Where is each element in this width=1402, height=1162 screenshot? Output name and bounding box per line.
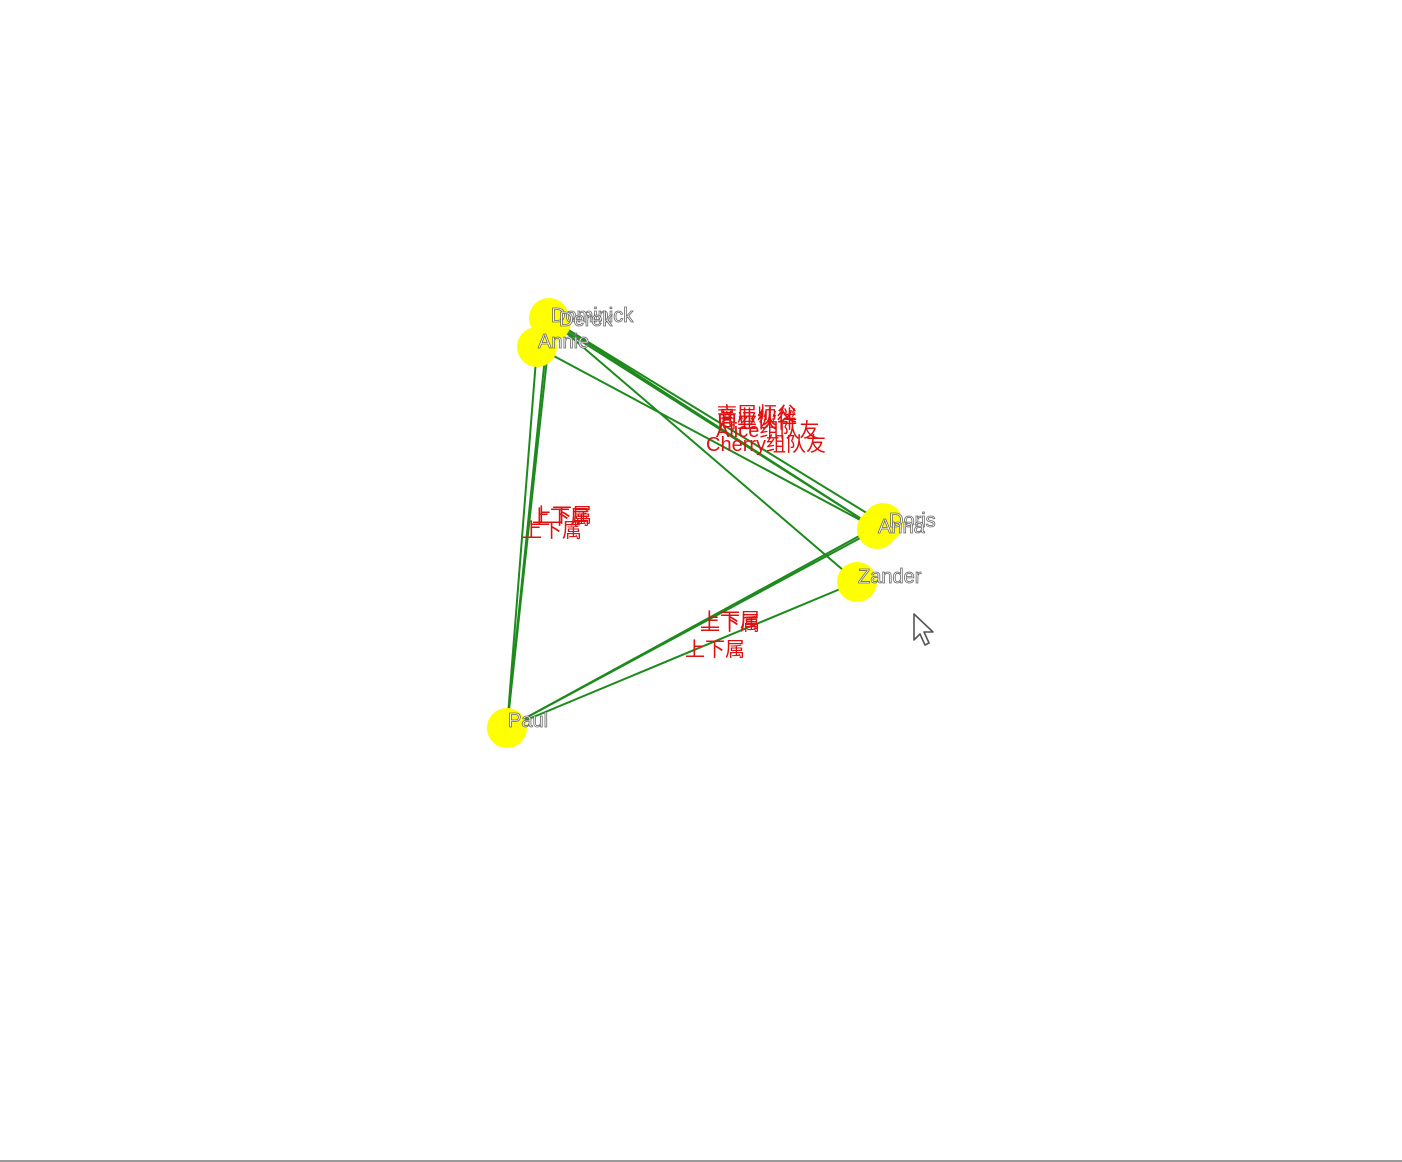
node-label-dominick: Dominick bbox=[551, 305, 634, 327]
mouse-pointer-icon bbox=[913, 613, 934, 646]
node-label-annie: Annie bbox=[538, 331, 589, 353]
node-label-doris: Doris bbox=[889, 510, 936, 532]
node-label-zander: Zander bbox=[858, 566, 922, 588]
edge-dominick-zander[interactable] bbox=[548, 317, 858, 583]
edge-label-paul-doris: 上下属 bbox=[700, 612, 760, 635]
edge-paul-zander[interactable] bbox=[506, 581, 858, 729]
nodes-layer bbox=[487, 298, 903, 748]
edge-label-derek-paul: 上下属 bbox=[522, 519, 582, 542]
node-anna[interactable] bbox=[857, 509, 897, 549]
edge-label-dominick-zander: Cherry组队友 bbox=[706, 433, 826, 456]
edge-derek-paul[interactable] bbox=[506, 321, 552, 729]
node-label-derek: Derek bbox=[559, 309, 613, 331]
edge-labels-layer: 商业伙伴商业伙伴高层师父Alice组队友Cherry组队友上下属上下属上下属上下… bbox=[522, 403, 826, 661]
edge-label-annie-paul: 上下属 bbox=[530, 506, 590, 529]
edge-dominick-doris[interactable] bbox=[548, 317, 884, 524]
node-paul[interactable] bbox=[487, 708, 527, 748]
edges-layer bbox=[506, 317, 884, 729]
edge-label-annie-anna: Alice组队友 bbox=[716, 419, 819, 442]
node-annie[interactable] bbox=[517, 327, 557, 367]
edge-label-dominick-anna: 高层师父 bbox=[717, 403, 797, 426]
edge-label-paul-anna: 上下属 bbox=[700, 609, 760, 632]
edge-label-paul-zander: 上下属 bbox=[685, 638, 745, 661]
edge-dominick-anna[interactable] bbox=[548, 317, 878, 530]
edge-annie-paul[interactable] bbox=[506, 346, 538, 729]
edge-label-dominick-paul: 上下属 bbox=[532, 504, 592, 527]
node-zander[interactable] bbox=[837, 562, 877, 602]
node-label-anna: Anna bbox=[878, 516, 926, 538]
bottom-divider bbox=[0, 1160, 1402, 1162]
node-label-paul: Paul bbox=[508, 710, 548, 732]
edge-paul-doris[interactable] bbox=[506, 522, 884, 729]
edge-annie-anna[interactable] bbox=[536, 346, 878, 530]
edge-label-dominick-doris: 商业伙伴 bbox=[717, 406, 797, 429]
edge-label-derek-anna: 商业伙伴 bbox=[717, 410, 797, 433]
